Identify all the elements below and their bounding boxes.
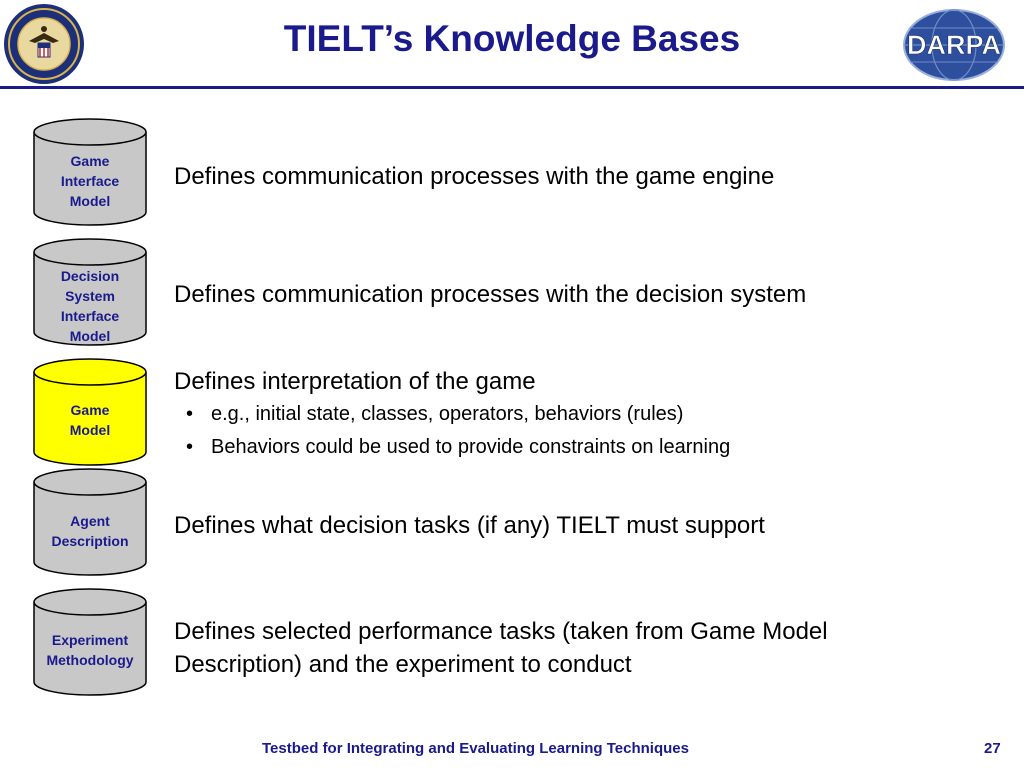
knowledge-base-cylinder-agent-description: Agent Description xyxy=(33,468,147,576)
darpa-logo-text: DARPA xyxy=(907,30,1001,60)
cylinder-label: Decision System Interface Model xyxy=(33,266,147,346)
page-number: 27 xyxy=(984,740,1001,757)
cylinder-label-line: Interface xyxy=(60,173,120,189)
cylinder-label-line: Model xyxy=(69,328,111,344)
navy-seal-logo xyxy=(3,3,85,85)
description-game-model: Defines interpretation of the game xyxy=(174,368,536,395)
description-experiment: Defines selected performance tasks (take… xyxy=(174,615,828,681)
knowledge-base-cylinder-experiment-methodology: Experiment Methodology xyxy=(33,588,147,696)
knowledge-base-cylinder-decision-system: Decision System Interface Model xyxy=(33,238,147,346)
description-line: Description) and the experiment to condu… xyxy=(174,651,632,678)
cylinder-label-line: Methodology xyxy=(46,652,134,668)
cylinder-label-line: Model xyxy=(69,422,111,438)
title-rule xyxy=(0,86,1024,89)
cylinder-label-line: Experiment xyxy=(51,632,129,648)
cylinder-label: Agent Description xyxy=(33,511,147,551)
cylinder-label-line: Decision xyxy=(60,268,120,284)
darpa-logo: DARPA xyxy=(902,8,1006,82)
cylinder-label: Game Model xyxy=(33,400,147,440)
description-game-interface: Defines communication processes with the… xyxy=(174,163,775,190)
description-decision-system: Defines communication processes with the… xyxy=(174,281,807,308)
cylinder-label-line: Interface xyxy=(60,308,120,324)
cylinder-label-line: Game xyxy=(70,402,110,418)
slide-title: TIELT’s Knowledge Bases xyxy=(283,18,741,59)
cylinder-label: Game Interface Model xyxy=(33,151,147,211)
description-agent: Defines what decision tasks (if any) TIE… xyxy=(174,512,765,539)
cylinder-label-line: Agent xyxy=(70,513,110,529)
footer-text: Testbed for Integrating and Evaluating L… xyxy=(262,740,689,757)
cylinder-label-line: System xyxy=(65,288,115,304)
cylinder-label-line: Model xyxy=(69,193,111,209)
description-line: Defines selected performance tasks (take… xyxy=(174,618,828,645)
game-model-bullets: e.g., initial state, classes, operators,… xyxy=(186,398,730,464)
cylinder-label-line: Description xyxy=(51,533,129,549)
bullet-item: e.g., initial state, classes, operators,… xyxy=(186,398,730,431)
knowledge-base-cylinder-game-model: Game Model xyxy=(33,358,147,466)
cylinder-label-line: Game xyxy=(70,153,110,169)
cylinder-label: Experiment Methodology xyxy=(33,630,147,670)
knowledge-base-cylinder-game-interface: Game Interface Model xyxy=(33,118,147,226)
bullet-item: Behaviors could be used to provide const… xyxy=(186,431,730,464)
